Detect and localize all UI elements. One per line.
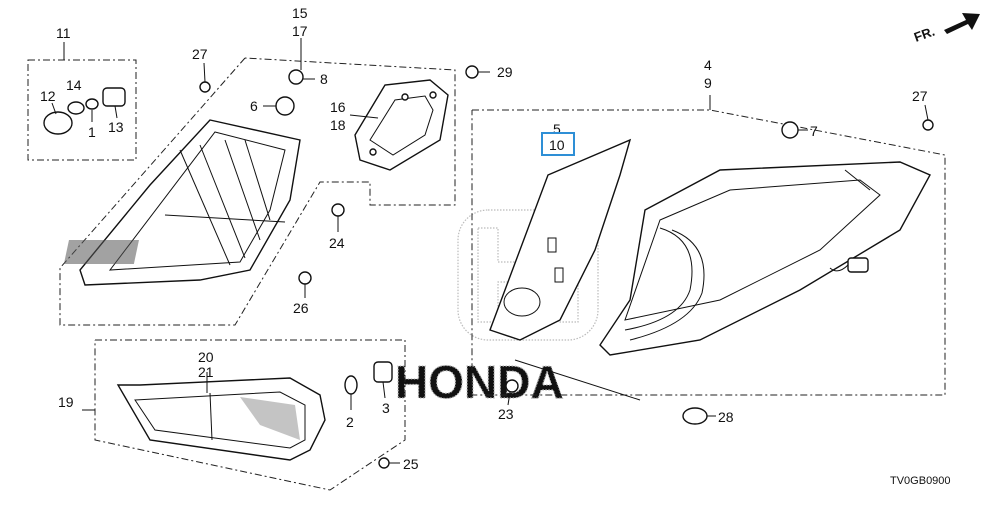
group-inner-lamp bbox=[471, 95, 946, 401]
bulb-1 bbox=[85, 98, 99, 110]
cap-28 bbox=[682, 407, 708, 425]
callout-2: 2 bbox=[346, 414, 354, 430]
callout-3: 3 bbox=[382, 400, 390, 416]
diagram-code: TV0GB0900 bbox=[890, 475, 951, 487]
callout-27-right: 27 bbox=[912, 88, 928, 104]
group-outer-housing bbox=[59, 57, 456, 326]
callout-27-left: 27 bbox=[192, 46, 208, 62]
socket-3 bbox=[373, 361, 393, 383]
grommet-7 bbox=[781, 121, 799, 139]
grommet-6 bbox=[275, 96, 295, 116]
callout-24: 24 bbox=[329, 235, 345, 251]
callout-26: 26 bbox=[293, 300, 309, 316]
group-socket-parts bbox=[27, 42, 137, 161]
bolt-24 bbox=[331, 203, 345, 217]
clip-27-left bbox=[199, 81, 211, 93]
clip-27-right bbox=[922, 119, 934, 131]
callout-4: 4 bbox=[704, 57, 712, 73]
callout-28: 28 bbox=[718, 409, 734, 425]
callout-9: 9 bbox=[704, 75, 712, 91]
socket-12 bbox=[43, 111, 73, 135]
group-lid-lamp bbox=[82, 339, 406, 491]
watermark-text: HONDA bbox=[395, 356, 564, 408]
bolt-26 bbox=[298, 271, 312, 285]
callout-23: 23 bbox=[498, 406, 514, 422]
callout-15: 15 bbox=[292, 5, 308, 21]
callout-12: 12 bbox=[40, 88, 56, 104]
bolt-23 bbox=[505, 379, 519, 393]
callout-7: 7 bbox=[810, 123, 818, 139]
gasket-16-18 bbox=[354, 79, 449, 171]
nut-25 bbox=[378, 457, 390, 469]
callout-16: 16 bbox=[330, 99, 346, 115]
callout-21: 21 bbox=[198, 364, 214, 380]
callout-5: 5 bbox=[553, 121, 561, 137]
callout-17: 17 bbox=[292, 23, 308, 39]
callout-1: 1 bbox=[88, 124, 96, 140]
seal-14 bbox=[67, 101, 85, 115]
callout-11: 11 bbox=[56, 25, 71, 41]
connector bbox=[847, 257, 869, 273]
callout-8: 8 bbox=[320, 71, 328, 87]
socket-13 bbox=[102, 87, 126, 107]
arrow-right-icon bbox=[944, 13, 980, 34]
callout-25: 25 bbox=[403, 456, 419, 472]
bulb-2 bbox=[344, 375, 358, 395]
callout-13: 13 bbox=[108, 119, 124, 135]
front-arrow: FR. bbox=[912, 13, 980, 45]
callout-19: 19 bbox=[58, 394, 74, 410]
callout-18: 18 bbox=[330, 117, 346, 133]
callout-14: 14 bbox=[66, 77, 82, 93]
bracket-5-10 bbox=[489, 138, 632, 341]
callout-20: 20 bbox=[198, 349, 214, 365]
callout-6: 6 bbox=[250, 98, 258, 114]
nut-8 bbox=[288, 69, 304, 85]
nut-29 bbox=[465, 65, 479, 79]
front-label: FR. bbox=[912, 24, 937, 45]
honda-watermark: HONDA bbox=[394, 209, 599, 409]
tail-lamp-inner bbox=[599, 161, 931, 356]
callout-10: 10 bbox=[549, 137, 565, 153]
callout-29: 29 bbox=[497, 64, 513, 80]
callout-highlight-box bbox=[541, 132, 575, 156]
